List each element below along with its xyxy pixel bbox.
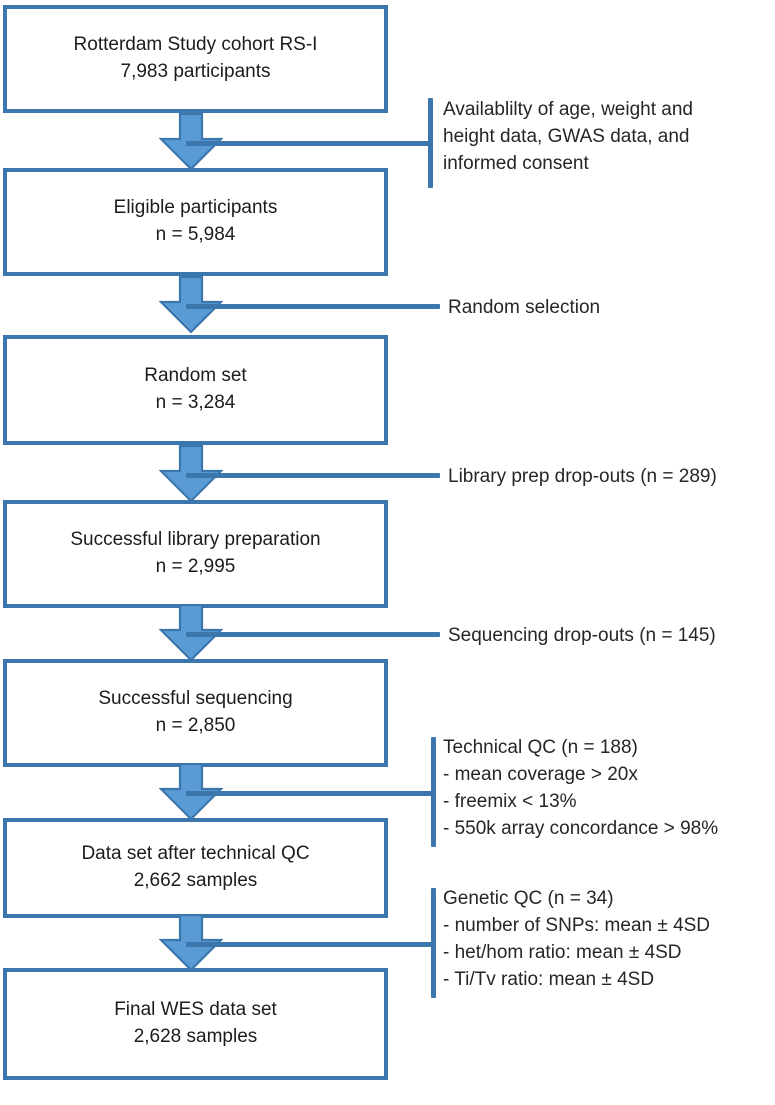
flow-box-cohort-line1: Rotterdam Study cohort RS-I bbox=[73, 34, 318, 56]
flow-box-random-set: Random set n = 3,284 bbox=[3, 335, 388, 445]
flow-box-final-wes-line1: Final WES data set bbox=[114, 999, 277, 1021]
annotation-line: Availablilty of age, weight and bbox=[443, 99, 693, 120]
flow-box-cohort: Rotterdam Study cohort RS-I 7,983 partic… bbox=[3, 5, 388, 113]
annotation-line: informed consent bbox=[443, 153, 589, 175]
annotation-line: height data, GWAS data, and bbox=[443, 126, 690, 148]
annotation-line: Random selection bbox=[448, 297, 601, 318]
flow-box-sequencing-line1: Successful sequencing bbox=[98, 688, 293, 710]
annotation-random-selection: Random selection bbox=[448, 294, 600, 321]
connector-bracket-6 bbox=[431, 888, 436, 998]
flow-box-eligible: Eligible participants n = 5,984 bbox=[3, 168, 388, 276]
connector-stub-5 bbox=[186, 791, 434, 796]
annotation-eligibility-criteria: Availablilty of age, weight and height d… bbox=[443, 96, 693, 177]
flow-box-eligible-line2: n = 5,984 bbox=[155, 224, 236, 245]
annotation-line: - number of SNPs: mean ± 4SD bbox=[443, 914, 711, 936]
connector-stub-1 bbox=[186, 141, 431, 146]
annotation-library-prep-dropouts: Library prep drop-outs (n = 289) bbox=[448, 463, 717, 490]
flow-box-random-set-line2: n = 3,284 bbox=[155, 392, 236, 413]
annotation-line: Technical QC (n = 188) bbox=[443, 737, 638, 758]
flow-box-technical-qc: Data set after technical QC 2,662 sample… bbox=[3, 818, 388, 918]
flow-box-cohort-line2: 7,983 participants bbox=[120, 61, 271, 82]
annotation-genetic-qc: Genetic QC (n = 34) - number of SNPs: me… bbox=[443, 886, 710, 994]
annotation-line: Library prep drop-outs (n = 289) bbox=[448, 466, 717, 487]
flow-box-final-wes: Final WES data set 2,628 samples bbox=[3, 968, 388, 1080]
annotation-line: - 550k array concordance > 98% bbox=[443, 817, 719, 839]
flow-box-library-prep-line2: n = 2,995 bbox=[155, 556, 236, 577]
connector-stub-4 bbox=[186, 632, 440, 637]
flow-box-library-prep-line1: Successful library preparation bbox=[70, 529, 321, 551]
annotation-line: Sequencing drop-outs (n = 145) bbox=[448, 625, 716, 646]
flow-box-sequencing-line2: n = 2,850 bbox=[155, 715, 236, 736]
flow-box-technical-qc-line2: 2,662 samples bbox=[133, 870, 258, 891]
flow-box-random-set-line1: Random set bbox=[144, 365, 247, 387]
annotation-line: Genetic QC (n = 34) bbox=[443, 888, 614, 909]
annotation-technical-qc: Technical QC (n = 188) - mean coverage >… bbox=[443, 735, 718, 843]
annotation-line: - Ti/Tv ratio: mean ± 4SD bbox=[443, 968, 655, 990]
flow-box-eligible-line1: Eligible participants bbox=[113, 197, 278, 219]
connector-bracket-5 bbox=[431, 737, 436, 847]
flow-box-library-prep: Successful library preparation n = 2,995 bbox=[3, 500, 388, 608]
flow-box-technical-qc-line1: Data set after technical QC bbox=[81, 843, 310, 865]
flow-box-sequencing: Successful sequencing n = 2,850 bbox=[3, 659, 388, 767]
annotation-line: - mean coverage > 20x bbox=[443, 763, 638, 785]
connector-stub-3 bbox=[186, 473, 440, 478]
annotation-sequencing-dropouts: Sequencing drop-outs (n = 145) bbox=[448, 622, 716, 649]
connector-bracket-1 bbox=[428, 98, 433, 188]
connector-stub-6 bbox=[186, 942, 434, 947]
annotation-line: - het/hom ratio: mean ± 4SD bbox=[443, 941, 682, 963]
connector-stub-2 bbox=[186, 304, 440, 309]
annotation-line: - freemix < 13% bbox=[443, 790, 577, 812]
flow-box-final-wes-line2: 2,628 samples bbox=[133, 1026, 258, 1047]
